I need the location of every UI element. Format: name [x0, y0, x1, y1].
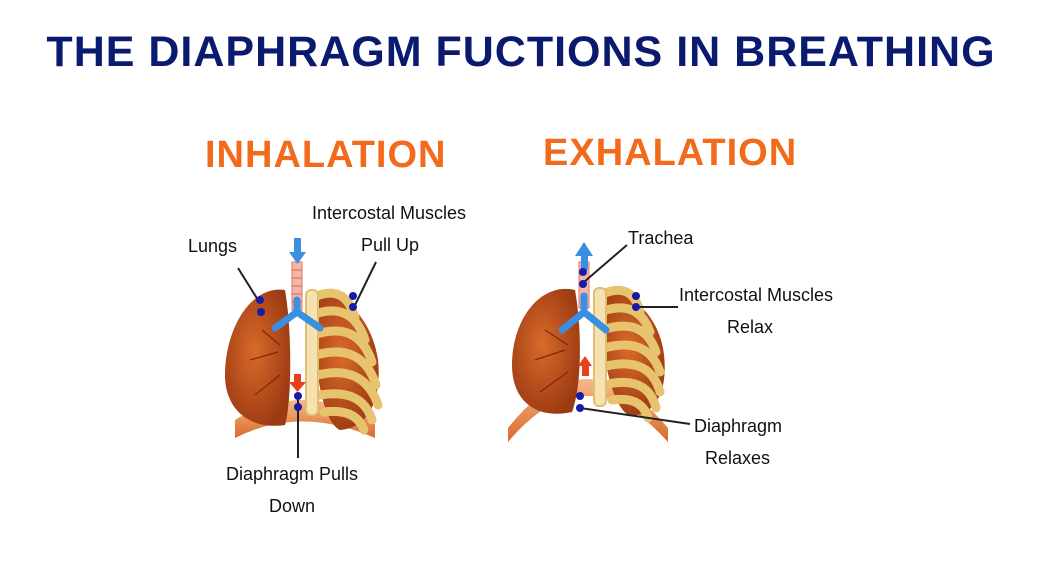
up-arrow-icon — [578, 356, 592, 376]
exhalation-illustration — [508, 242, 691, 442]
inhalation-airway — [271, 296, 324, 332]
inhalation-heading: INHALATION — [205, 134, 447, 176]
page-title: THE DIAPHRAGM FUCTIONS IN BREATHING — [46, 28, 996, 76]
inhalation-illustration — [225, 238, 383, 458]
marker-dot-icon — [576, 268, 640, 412]
exhalation-airway — [558, 292, 610, 334]
inhalation-diaphragm-label-line1: Diaphragm Pulls — [226, 464, 359, 484]
inhalation-diaphragm-label-line2: Down — [269, 496, 316, 516]
down-arrow-icon — [289, 238, 306, 264]
exhalation-trachea-label: Trachea — [628, 228, 694, 248]
inhalation-intercostal-label-line2: Pull Up — [361, 235, 420, 255]
exhalation-intercostal-label-line1: Intercostal Muscles — [679, 285, 834, 305]
exhalation-heading: EXHALATION — [543, 132, 798, 174]
down-arrow-icon — [289, 374, 306, 392]
exhalation-diaphragm-label-line2: Relaxes — [705, 448, 771, 468]
up-arrow-icon — [575, 242, 593, 270]
marker-dot-icon — [256, 292, 357, 411]
exhalation-diaphragm-label-line1: Diaphragm — [694, 416, 783, 436]
exhalation-left-lung — [512, 288, 580, 414]
inhalation-intercostal-label-line1: Intercostal Muscles — [312, 203, 467, 223]
inhalation-lungs-label: Lungs — [188, 236, 238, 256]
exhalation-intercostal-label-line2: Relax — [727, 317, 774, 337]
inhalation-ribcage — [307, 288, 383, 435]
